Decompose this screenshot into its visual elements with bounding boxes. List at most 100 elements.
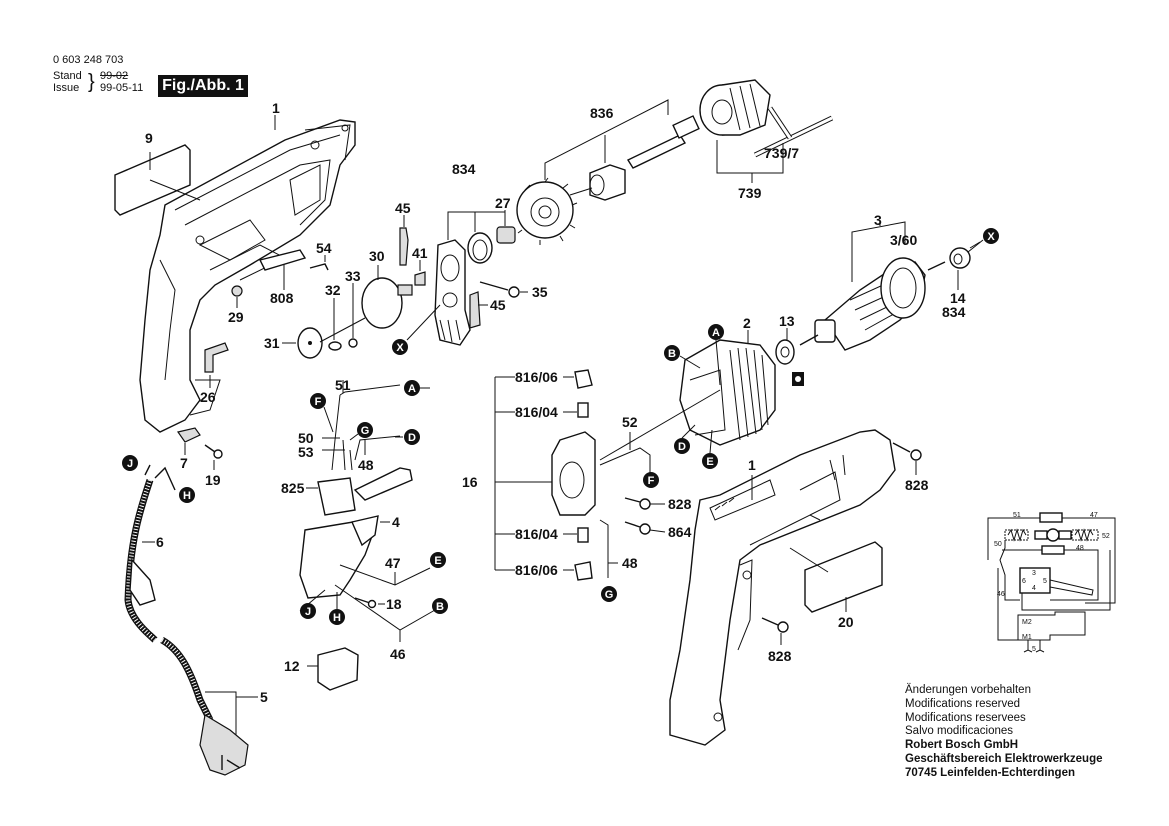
svg-text:H: H — [333, 612, 341, 624]
note-line-fr: Modifications reservees — [905, 711, 1026, 724]
spring-26 — [204, 342, 229, 373]
mark-F-brush: F — [643, 472, 659, 488]
label-35: 35 — [532, 284, 548, 300]
mark-A-switch: A — [404, 380, 420, 396]
label-834-block: 834 — [452, 161, 476, 177]
mark-J-switch: J — [300, 603, 316, 619]
svg-text:52: 52 — [1102, 533, 1110, 540]
lead-52 — [599, 432, 651, 478]
screw-828-top — [892, 442, 922, 475]
svg-text:F: F — [315, 396, 322, 408]
label-48-switch: 48 — [358, 457, 374, 473]
label-16: 16 — [462, 474, 478, 490]
company-address: 70745 Leinfelden-Echterdingen — [905, 766, 1075, 779]
footer-notes: Änderungen vorbehalten Modifications res… — [905, 684, 1103, 781]
spring-45-lower — [469, 291, 481, 329]
lead-48-brush — [599, 519, 618, 578]
gear-836 — [516, 177, 578, 245]
screw-828-brush — [624, 497, 665, 510]
spindle-836 — [626, 115, 700, 169]
label-53: 53 — [298, 444, 314, 460]
label-52: 52 — [622, 414, 638, 430]
label-45-upper: 45 — [395, 200, 411, 216]
svg-text:G: G — [605, 589, 614, 601]
mark-H-cord: H — [179, 487, 195, 503]
label-816-04-bottom: 816/04 — [515, 526, 558, 542]
clamp-7 — [177, 427, 201, 443]
svg-text:H: H — [183, 490, 191, 502]
label-9: 9 — [145, 130, 153, 146]
label-816-04-top: 816/04 — [515, 404, 558, 420]
label-4: 4 — [392, 514, 400, 530]
svg-text:J: J — [305, 606, 311, 618]
svg-text:47: 47 — [1090, 512, 1098, 519]
label-26: 26 — [200, 389, 216, 405]
screw-35 — [479, 281, 528, 298]
chuck-key-739-7 — [753, 106, 834, 158]
label-18: 18 — [386, 596, 402, 612]
label-816-06-top: 816/06 — [515, 369, 558, 385]
label-864: 864 — [668, 524, 692, 540]
label-45-lower: 45 — [490, 297, 506, 313]
label-3-60: 3/60 — [890, 232, 917, 248]
issue-label: Issue — [53, 82, 80, 94]
svg-text:X: X — [396, 342, 404, 354]
label-808: 808 — [270, 290, 294, 306]
brush-top — [577, 402, 589, 418]
mark-G-switch: G — [357, 422, 373, 438]
field-2 — [679, 330, 776, 446]
figure-label: Fig./Abb. 1 — [158, 75, 248, 97]
label-27: 27 — [495, 195, 511, 211]
issue-value: 99-05-11 — [100, 82, 144, 94]
switch-plate-30 — [361, 265, 413, 329]
label-816-06-bottom: 816/06 — [515, 562, 558, 578]
mark-G-brush: G — [601, 586, 617, 602]
mark-E-switch: E — [430, 552, 446, 568]
brush-cap-top — [574, 369, 593, 389]
switch-825 — [306, 467, 413, 516]
svg-text:D: D — [408, 432, 416, 444]
svg-text:X: X — [987, 231, 995, 243]
svg-text:50: 50 — [994, 541, 1002, 548]
clip-41 — [414, 271, 426, 286]
stand-label: Stand — [53, 70, 82, 82]
armature-3 — [799, 257, 946, 351]
svg-text:M2: M2 — [1022, 619, 1032, 626]
label-46: 46 — [390, 646, 406, 662]
spring-45-upper — [399, 227, 409, 266]
label-739: 739 — [738, 185, 762, 201]
label-31: 31 — [264, 335, 280, 351]
label-2: 2 — [743, 315, 751, 331]
label-828-bottom: 828 — [768, 648, 792, 664]
label-739-7: 739/7 — [764, 145, 799, 161]
svg-text:46: 46 — [997, 591, 1005, 598]
ball-33 — [348, 338, 358, 348]
label-50: 50 — [298, 430, 314, 446]
pin-54 — [309, 263, 329, 271]
label-32: 32 — [325, 282, 341, 298]
label-33: 33 — [345, 268, 361, 284]
svg-text:D: D — [678, 441, 686, 453]
svg-text:E: E — [706, 456, 713, 468]
label-7: 7 — [180, 455, 188, 471]
mark-X-armature: X — [983, 228, 999, 244]
brace: } — [88, 71, 95, 93]
ball-bearing-13 — [775, 328, 804, 386]
brush-cap-bottom — [574, 561, 593, 581]
part-labels: 1 9 54 808 29 26 7 19 6 5 30 32 33 31 45… — [145, 100, 966, 705]
label-29: 29 — [228, 309, 244, 325]
housing-right-half — [669, 429, 896, 746]
label-48-brush: 48 — [622, 555, 638, 571]
label-1-left: 1 — [272, 100, 280, 116]
svg-text:5: 5 — [1032, 646, 1036, 653]
mark-E-field: E — [702, 453, 718, 469]
svg-text:B: B — [668, 348, 676, 360]
label-54: 54 — [316, 240, 332, 256]
label-825: 825 — [281, 480, 305, 496]
label-plate-20 — [789, 541, 883, 613]
svg-text:4: 4 — [1032, 585, 1036, 592]
label-20: 20 — [838, 614, 854, 630]
division-name: Geschäftsbereich Elektrowerkzeuge — [905, 752, 1103, 765]
label-828-brush: 828 — [668, 496, 692, 512]
chuck-739 — [699, 79, 771, 136]
